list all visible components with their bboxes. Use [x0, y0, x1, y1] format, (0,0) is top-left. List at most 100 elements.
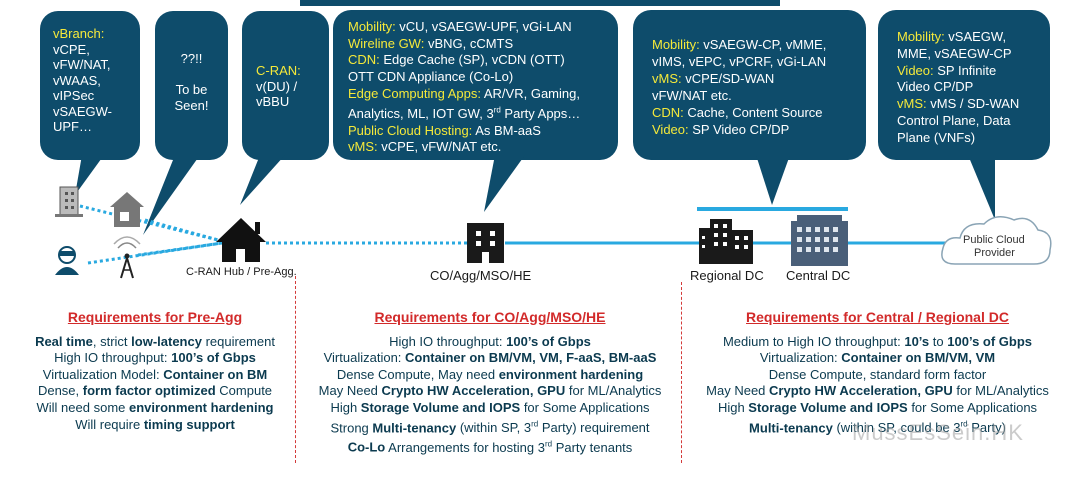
text-line: Strong Multi-tenancy (within SP, 3rd Par…: [300, 417, 680, 437]
text-line: Will need some environment hardening: [20, 400, 290, 417]
text-segment: As BM-aaS: [475, 122, 541, 138]
text-line: vBranch:: [53, 26, 140, 42]
text-line: To be: [155, 82, 228, 98]
text-segment: vIMS, vEPC, vPCRF, vGi-LAN: [652, 54, 827, 69]
text-segment: Crypto HW Acceleration, GPU: [769, 383, 953, 399]
text-segment: Multi-tenancy: [372, 419, 457, 435]
text-line: May Need Crypto HW Acceleration, GPU for…: [300, 383, 680, 400]
text-segment: Plane (VNFs): [897, 129, 976, 145]
text-segment: v(DU) /: [256, 78, 298, 94]
text-segment: CDN:: [652, 105, 688, 120]
central-dc-label: Central DC: [786, 268, 851, 283]
text-segment: SP Infinite: [937, 62, 997, 78]
user-icon: [55, 246, 79, 275]
requirements-pre-agg-lines: Real time, strict low-latency requiremen…: [20, 334, 290, 434]
text-segment: vIPSec: [53, 88, 95, 103]
home-icon: [110, 192, 144, 227]
link-house-hub: [144, 218, 223, 243]
text-segment: 10’s: [904, 333, 930, 349]
bubble-tail-co: [484, 155, 525, 212]
text-segment: CDN:: [348, 52, 384, 68]
text-segment: 100’s of Gbps: [171, 350, 256, 366]
text-line: Public Cloud Hosting: As BM-aaS: [348, 123, 618, 140]
text-segment: environment hardening: [129, 399, 274, 415]
text-line: Video CP/DP: [897, 79, 1050, 96]
text-segment: to: [929, 333, 948, 349]
text-segment: Virtualization Model:: [42, 366, 164, 382]
requirements-pre-agg: Requirements for Pre-Agg Real time, stri…: [20, 309, 290, 433]
divider-left: [295, 276, 296, 463]
text-segment: Will need some: [36, 399, 129, 415]
text-segment: for ML/Analytics: [565, 383, 662, 399]
text-segment: (within SP, could be 3rd Party): [832, 419, 1006, 435]
bubble-tail-vbranch: [75, 155, 104, 195]
text-segment: Control Plane, Data: [897, 112, 1011, 128]
text-line: vIMS, vEPC, vPCRF, vGi-LAN: [652, 53, 866, 70]
text-segment: Wireline GW:: [348, 35, 428, 51]
text-line: vBBU: [256, 94, 329, 110]
text-segment: Storage Volume and IOPS: [748, 399, 908, 415]
text-line: Virtualization: Container on BM/VM, VM, …: [300, 350, 680, 367]
bubble-regional: Mobility: vSAEGW-CP, vMME,vIMS, vEPC, vP…: [633, 10, 866, 160]
text-line: vMS: vMS / SD-WAN: [897, 96, 1050, 113]
text-segment: Real time: [35, 333, 93, 349]
bubble-tail-regional: [756, 155, 790, 205]
link-user-hub: [87, 241, 223, 265]
text-segment: Arrangements for hosting 3rd Party tenan…: [385, 439, 633, 455]
text-line: Dense Compute, standard form factor: [690, 367, 1065, 384]
central-dc-icon: [791, 215, 848, 266]
text-segment: vCU, vSAEGW-UPF, vGi-LAN: [399, 19, 572, 34]
text-segment: Co-Lo: [347, 439, 386, 455]
text-line: vFW/NAT,: [53, 57, 140, 73]
text-segment: vBBU: [256, 94, 290, 109]
text-segment: for Some Applications: [907, 399, 1038, 415]
requirements-co: Requirements for CO/Agg/MSO/HE High IO t…: [300, 309, 680, 456]
link-tower-hub: [137, 241, 223, 257]
text-segment: Container on BM: [163, 366, 268, 382]
text-line: CDN: Edge Cache (SP), vCDN (OTT): [348, 52, 618, 69]
cran-hub-label: C-RAN Hub / Pre-Agg.: [186, 266, 297, 278]
text-segment: requirement: [201, 333, 275, 349]
text-line: Control Plane, Data: [897, 113, 1050, 130]
text-line: MME, vSAEGW-CP: [897, 46, 1050, 63]
text-segment: High: [330, 399, 361, 415]
requirements-dc-lines: Medium to High IO throughput: 10’s to 10…: [690, 334, 1065, 437]
text-line: vCPE,: [53, 42, 140, 58]
text-line: Analytics, ML, IOT GW, 3rd Party Apps…: [348, 103, 618, 123]
bubble-cran-text: C-RAN:v(DU) /vBBU: [256, 63, 329, 110]
co-label: CO/Agg/MSO/HE: [430, 268, 532, 283]
text-segment: vCPE, vFW/NAT etc.: [381, 139, 502, 155]
cloud-label-1: Public Cloud: [963, 234, 1025, 246]
text-segment: C-RAN:: [256, 63, 301, 78]
text-segment: May Need: [318, 383, 382, 399]
network-diagram: [55, 155, 1052, 279]
text-line: Video: SP Video CP/DP: [652, 121, 866, 138]
text-line: May Need Crypto HW Acceleration, GPU for…: [690, 383, 1065, 400]
text-segment: AR/VR, Gaming,: [483, 85, 580, 101]
text-segment: vSAEGW-CP, vMME,: [703, 37, 827, 52]
text-segment: environment hardening: [498, 366, 644, 382]
watermark-text: MussEsSein.HK: [852, 420, 1024, 445]
text-segment: Storage Volume and IOPS: [360, 399, 521, 415]
text-segment: Medium to High IO throughput:: [722, 333, 905, 349]
text-line: Dense, form factor optimized Compute: [20, 383, 290, 400]
text-segment: High IO throughput:: [54, 350, 172, 366]
text-segment: vCPE/SD-WAN: [685, 71, 775, 86]
co-building-icon: [467, 223, 504, 263]
text-segment: Cache, Content Source: [687, 105, 823, 120]
text-line: Co-Lo Arrangements for hosting 3rd Party…: [300, 436, 680, 456]
text-line: Will require timing support: [20, 417, 290, 434]
text-segment: 100’s of Gbps: [506, 333, 591, 349]
text-line: vIPSec: [53, 88, 140, 104]
text-line: Virtualization: Container on BM/VM, VM: [690, 350, 1065, 367]
text-line: CDN: Cache, Content Source: [652, 104, 866, 121]
regional-dc-icon: [699, 219, 753, 264]
text-segment: 100’s of Gbps: [947, 333, 1033, 349]
requirements-dc-title: Requirements for Central / Regional DC: [746, 309, 1009, 325]
